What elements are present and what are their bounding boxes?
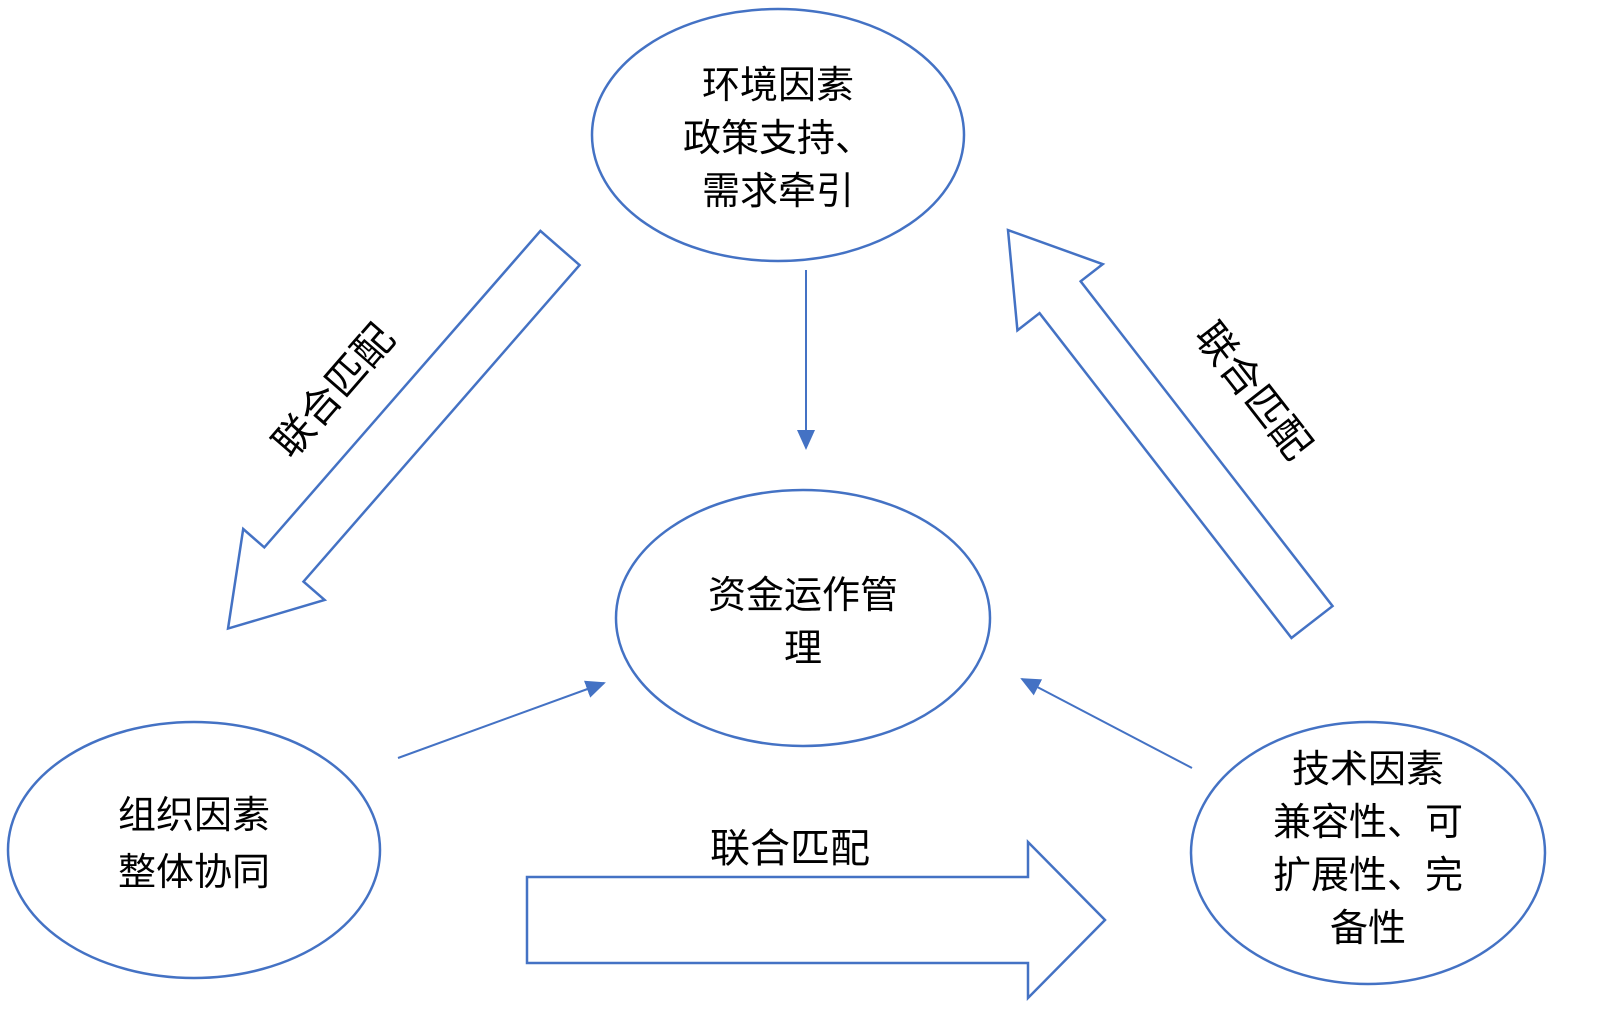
node-technology-shape [1189,720,1547,986]
node-fund-management-line1: 资金运作管 [708,573,898,617]
node-technology-line4: 备性 [1330,906,1406,950]
block-arrow-env-to-org [226,229,582,631]
node-environment-line2: 政策支持、 [683,116,873,160]
node-environment-shape [590,7,966,263]
node-technology-line3: 扩展性、完 [1273,853,1463,897]
node-organization-line1: 组织因素 [118,793,270,837]
node-fund-management-shape [614,488,992,748]
node-organization-line2: 整体协同 [118,850,270,894]
arrow-tech-to-center [1020,678,1193,769]
block-arrow-tech-to-env [1006,228,1335,640]
node-technology-line1: 技术因素 [1292,747,1444,791]
node-environment-line1: 环境因素 [702,63,854,107]
node-organization-shape [6,720,382,980]
node-technology-line2: 兼容性、可 [1273,800,1463,844]
node-fund-management-line2: 理 [784,626,822,670]
block-arrow-org-to-tech [525,838,1107,1002]
node-environment-line3: 需求牵引 [702,169,854,213]
arrow-org-to-center [397,680,606,759]
label-org-to-tech: 联合匹配 [710,826,870,872]
